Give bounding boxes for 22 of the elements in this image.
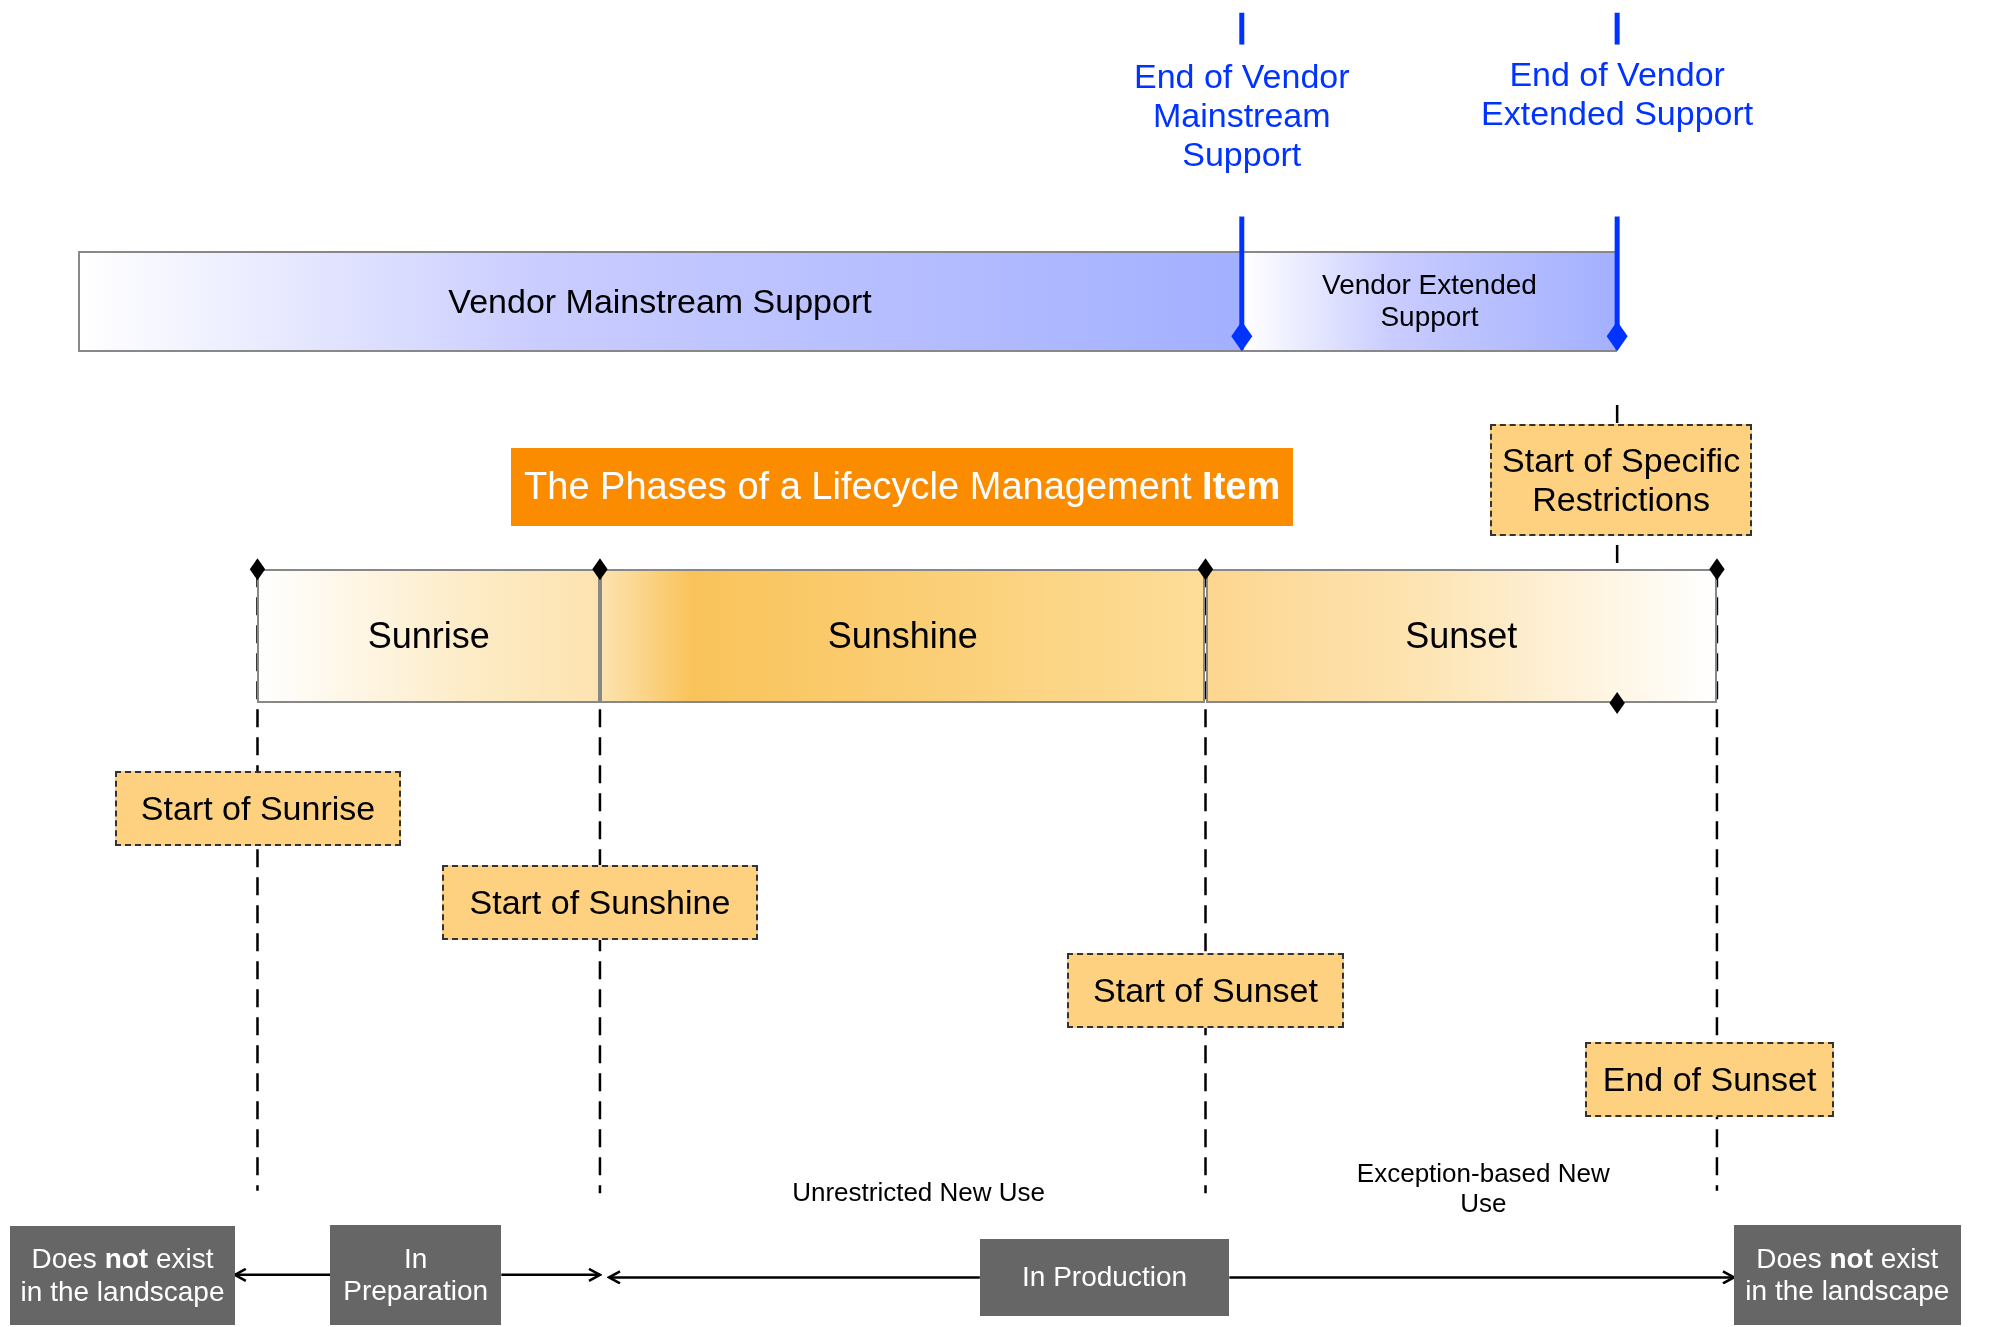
title-banner: The Phases of a Lifecycle Management Item — [511, 448, 1293, 526]
milestone-label: End of Vendor Mainstream Support — [1133, 57, 1351, 175]
support-period-bar: Vendor Mainstream Support — [78, 250, 1242, 352]
state-box: In Preparation — [330, 1225, 502, 1325]
phase-usage-label: Exception-based New Use — [1355, 1158, 1611, 1219]
milestone-box: Start of Sunrise — [114, 770, 402, 846]
arrow — [501, 1267, 602, 1283]
support-period-bar: Vendor Extended Support — [1241, 250, 1618, 352]
phase-usage-label: Unrestricted New Use — [791, 1178, 1046, 1208]
arrow — [233, 1267, 331, 1283]
milestone-box: Start of Sunset — [1067, 952, 1344, 1028]
phase-bar: Sunshine — [599, 569, 1206, 703]
phase-bar: Sunset — [1205, 569, 1717, 703]
milestone-box: Start of Specific Restrictions — [1490, 424, 1753, 537]
milestone-box: Start of Sunshine — [442, 864, 758, 940]
arrow — [607, 1270, 980, 1285]
phase-bar: Sunrise — [257, 569, 600, 703]
state-box: Does not exist in the landscape — [1733, 1225, 1961, 1325]
state-box: In Production — [979, 1239, 1230, 1316]
milestone-label: End of Vendor Extended Support — [1480, 54, 1755, 133]
state-box: Does not exist in the landscape — [10, 1226, 235, 1325]
milestone-box: End of Sunset — [1585, 1041, 1834, 1117]
